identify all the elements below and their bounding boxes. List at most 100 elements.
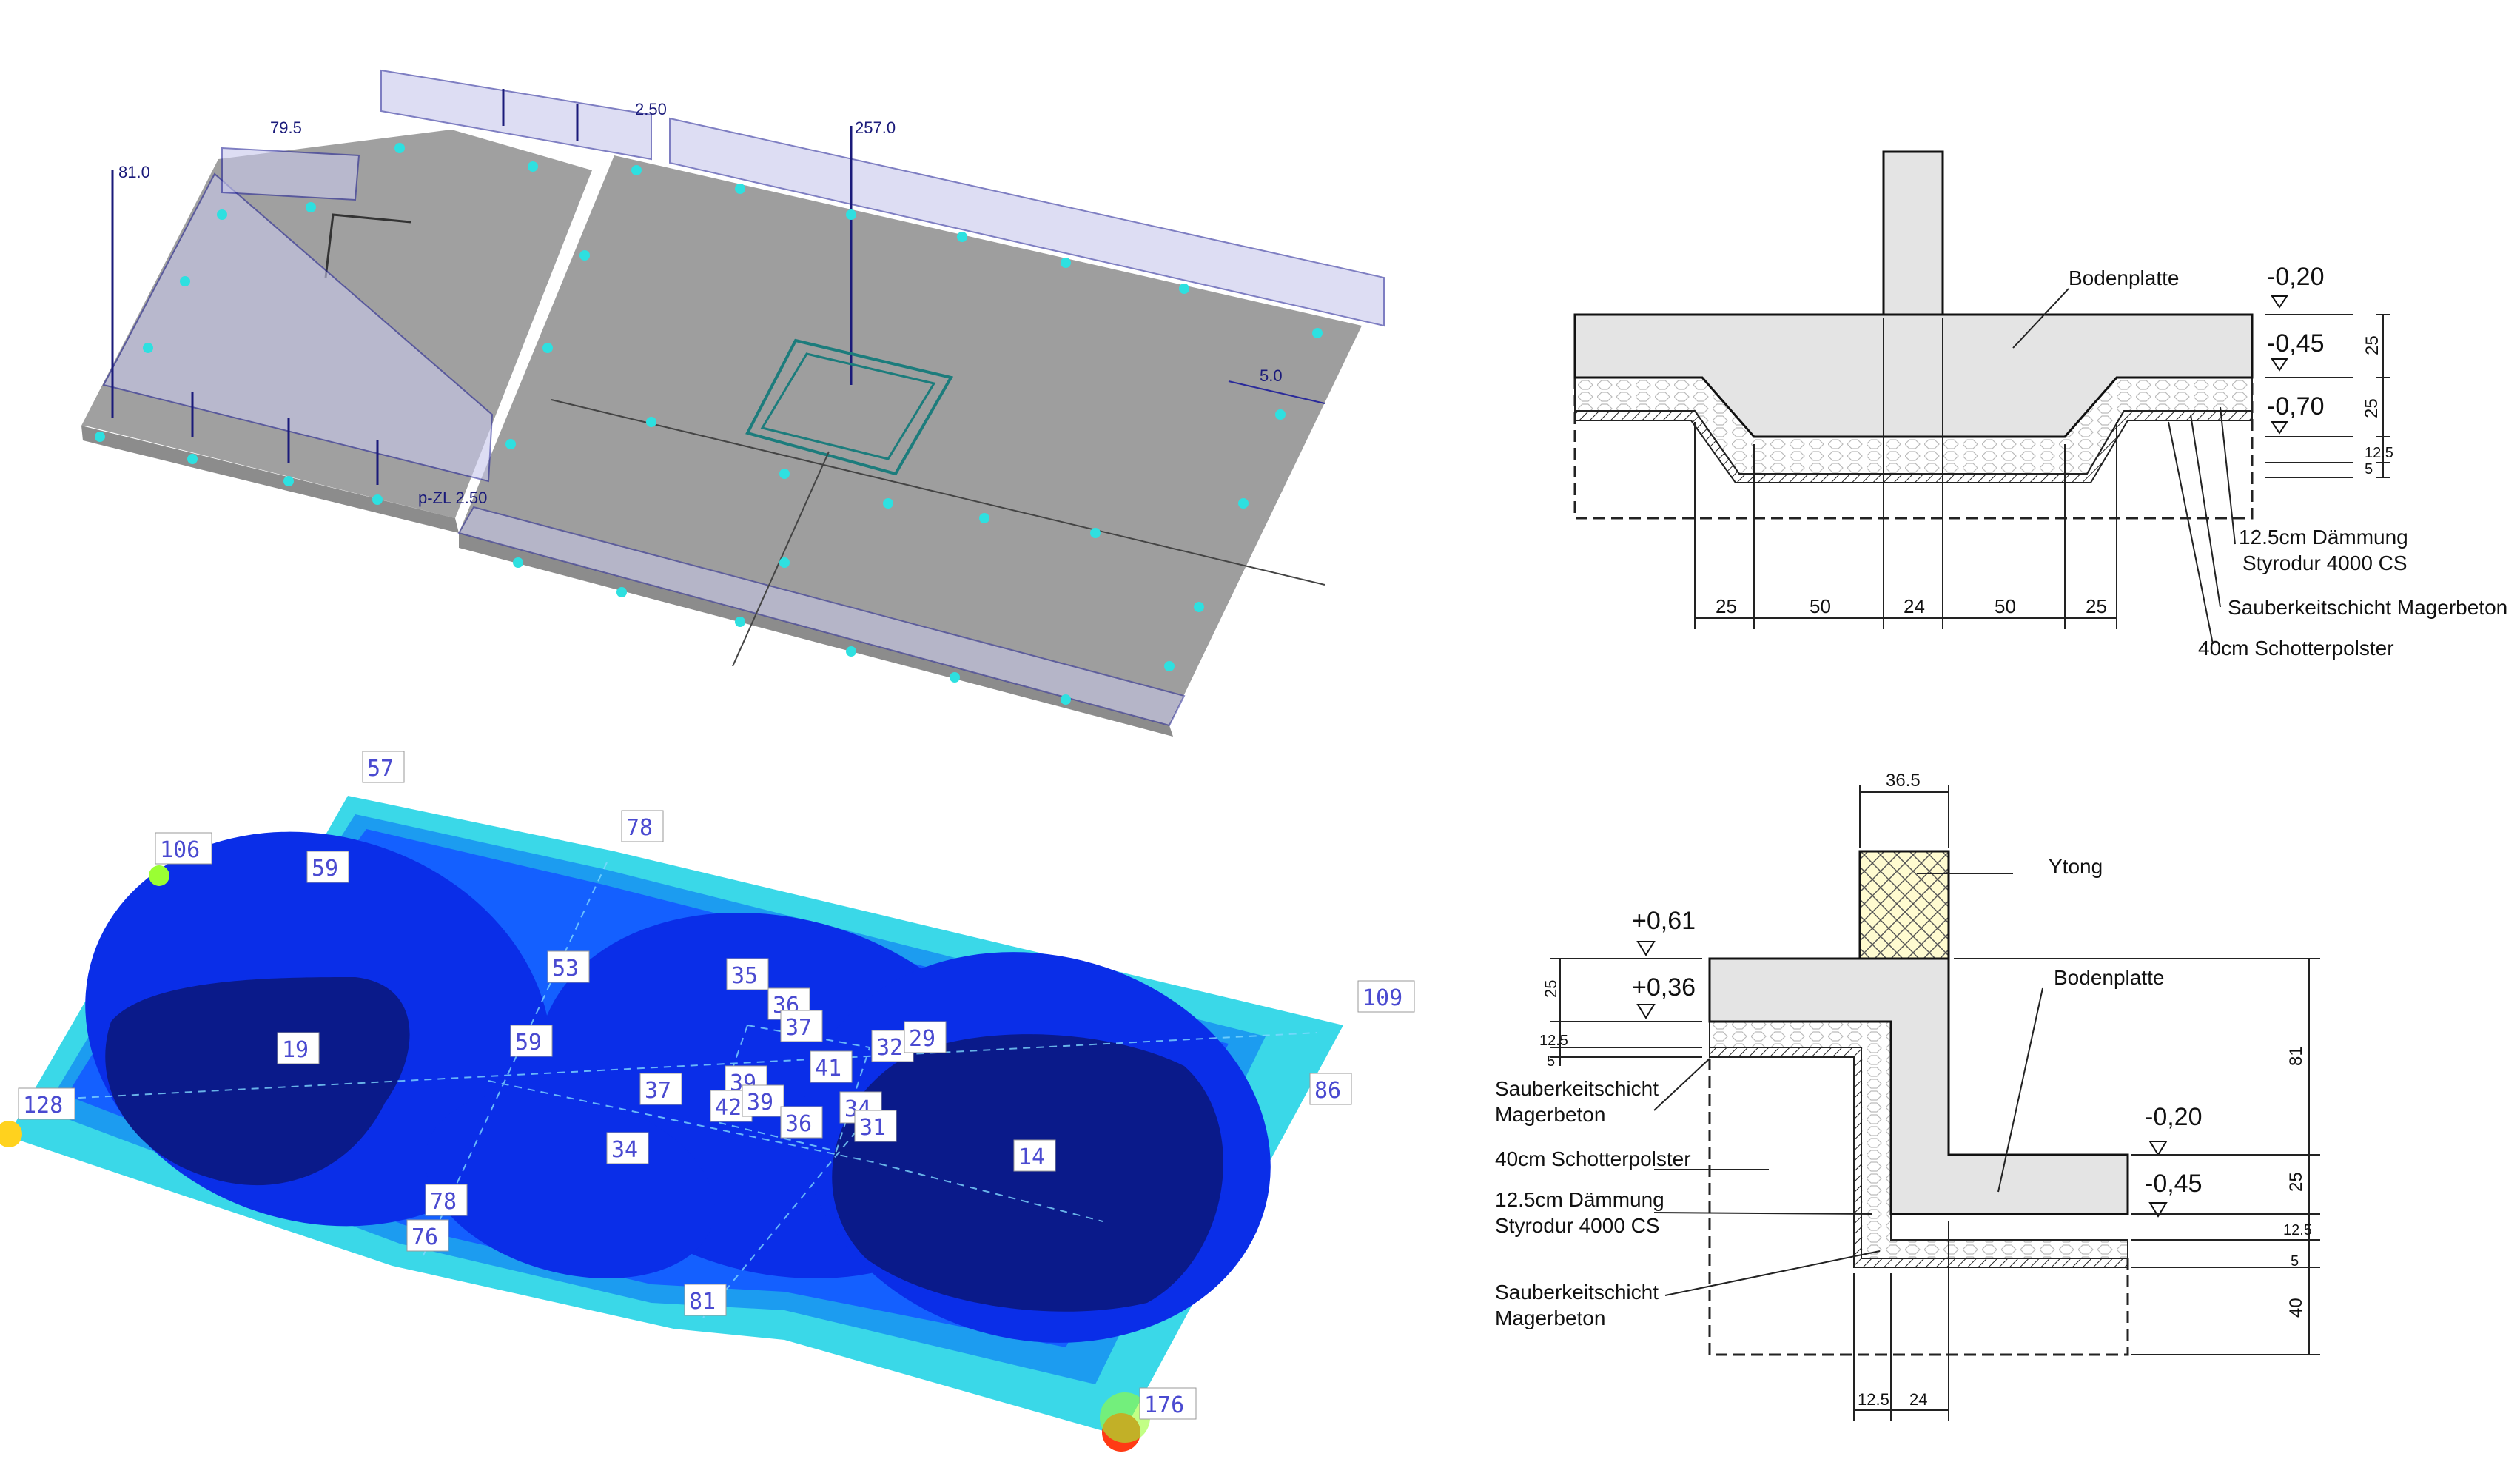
callout-78b: 78 xyxy=(425,1184,468,1216)
level-045b: -0,45 xyxy=(2145,1170,2203,1198)
callout-37a: 37 xyxy=(780,1010,823,1042)
callout-57: 57 xyxy=(362,751,405,783)
callout-36b: 36 xyxy=(780,1106,823,1139)
svg-text:78: 78 xyxy=(430,1189,457,1215)
svg-text:106: 106 xyxy=(160,837,200,863)
svg-text:14: 14 xyxy=(1018,1144,1045,1170)
line-load-small xyxy=(221,147,360,201)
callout-53: 53 xyxy=(547,950,590,983)
callout-81: 81 xyxy=(684,1284,727,1316)
dim-right-5: 5 xyxy=(2365,461,2373,477)
dim-right-5b: 5 xyxy=(2291,1253,2299,1270)
level-020: -0,20 xyxy=(2267,263,2325,291)
dim-left-5: 5 xyxy=(1547,1053,1555,1070)
callout-176: 176 xyxy=(1139,1387,1197,1420)
svg-text:76: 76 xyxy=(411,1224,438,1250)
level-020b: -0,20 xyxy=(2145,1103,2203,1131)
label-sauberkeitschicht-a: Sauberkeitschicht xyxy=(1495,1077,1659,1100)
dim-bottom-24: 24 xyxy=(1904,595,1925,617)
svg-text:36: 36 xyxy=(785,1111,812,1137)
dim-left-25: 25 xyxy=(1542,980,1560,998)
line-load-left xyxy=(102,172,494,483)
svg-text:19: 19 xyxy=(282,1037,309,1063)
callout-34b: 34 xyxy=(606,1132,649,1164)
callout-14: 14 xyxy=(1013,1139,1056,1172)
callout-35: 35 xyxy=(726,958,769,990)
dim-right-12-5: 12.5 xyxy=(2365,445,2393,461)
load-label-5: 5.0 xyxy=(1260,366,1283,385)
label-styrodur: Styrodur 4000 CS xyxy=(2242,551,2408,574)
svg-text:29: 29 xyxy=(909,1026,935,1052)
load-label-257: 257.0 xyxy=(855,118,896,137)
label-magerbeton-b: Magerbeton xyxy=(1495,1307,1605,1329)
dim-top-36-5: 36.5 xyxy=(1886,771,1921,791)
callout-78a: 78 xyxy=(621,810,664,842)
load-label-79-5: 79.5 xyxy=(270,118,302,137)
svg-text:176: 176 xyxy=(1144,1392,1184,1418)
contour-plot: 57 106 59 78 19 128 53 59 35 36 37 41 32… xyxy=(0,751,1415,1452)
bodenplatte-slab xyxy=(1573,313,2254,438)
dim-bottom-50a: 50 xyxy=(1810,595,1831,617)
level-045: -0,45 xyxy=(2267,329,2325,358)
load-label-81: 81.0 xyxy=(118,163,150,181)
dim-bottom-24b: 24 xyxy=(1909,1390,1927,1409)
section-detail-top: -0,20 -0,45 -0,70 25 25 5 12.5 25 50 24 … xyxy=(1573,150,2507,660)
callout-39b: 39 xyxy=(742,1084,784,1117)
svg-text:37: 37 xyxy=(645,1078,671,1104)
dim-right-40: 40 xyxy=(2286,1298,2306,1318)
callout-41: 41 xyxy=(810,1050,853,1083)
label-sauberkeitschicht-b: Sauberkeitschicht xyxy=(1495,1281,1659,1304)
label-daemmung-2: 12.5cm Dämmung xyxy=(1495,1188,1664,1211)
dim-left-12-5: 12.5 xyxy=(1539,1033,1568,1049)
load-label-pzl: p-ZL 2.50 xyxy=(418,489,487,507)
dim-bottom-25a: 25 xyxy=(1716,595,1737,617)
callout-31: 31 xyxy=(854,1110,897,1142)
section-detail-bottom: 36.5 +0,61 +0,36 -0,20 -0,45 25 5 12.5 xyxy=(1495,771,2320,1421)
dim-right-25a: 25 xyxy=(2362,335,2382,355)
label-schotterpolster-2: 40cm Schotterpolster xyxy=(1495,1147,1691,1170)
callout-59a: 59 xyxy=(306,851,349,883)
svg-text:42: 42 xyxy=(715,1095,742,1121)
label-bodenplatte-2: Bodenplatte xyxy=(2054,966,2164,989)
svg-text:86: 86 xyxy=(1314,1078,1341,1104)
dim-right-25c: 25 xyxy=(2286,1172,2306,1192)
level-070: -0,70 xyxy=(2267,392,2325,420)
line-load-back xyxy=(669,117,1385,327)
svg-text:35: 35 xyxy=(731,963,758,989)
level-061: +0,61 xyxy=(1632,907,1696,935)
dim-bottom-25b: 25 xyxy=(2086,595,2107,617)
callout-76: 76 xyxy=(406,1219,449,1252)
callout-86: 86 xyxy=(1309,1073,1352,1105)
column xyxy=(1882,150,1944,316)
svg-text:32: 32 xyxy=(876,1035,903,1061)
svg-text:57: 57 xyxy=(367,756,394,782)
dim-right-25b: 25 xyxy=(2362,398,2382,418)
label-styrodur-2: Styrodur 4000 CS xyxy=(1495,1214,1660,1237)
svg-text:53: 53 xyxy=(552,956,579,982)
callout-59b: 59 xyxy=(510,1025,553,1057)
svg-text:31: 31 xyxy=(859,1115,886,1141)
svg-text:39: 39 xyxy=(747,1090,773,1116)
svg-text:78: 78 xyxy=(626,815,653,841)
svg-text:34: 34 xyxy=(611,1137,638,1163)
ytong-wall xyxy=(1858,850,1950,960)
callout-109: 109 xyxy=(1357,980,1415,1013)
callout-37b: 37 xyxy=(639,1073,682,1105)
callout-19: 19 xyxy=(277,1032,320,1064)
dim-bottom-12-5: 12.5 xyxy=(1858,1390,1889,1409)
label-schotterpolster: 40cm Schotterpolster xyxy=(2198,637,2394,660)
level-036: +0,36 xyxy=(1632,973,1696,1002)
dim-right-12-5b: 12.5 xyxy=(2283,1222,2312,1238)
label-magerbeton-a: Magerbeton xyxy=(1495,1103,1605,1126)
dim-right-81: 81 xyxy=(2286,1046,2306,1066)
load-label-2-50: 2.50 xyxy=(635,100,667,118)
svg-text:41: 41 xyxy=(815,1056,841,1082)
callout-128: 128 xyxy=(18,1087,75,1120)
svg-text:109: 109 xyxy=(1363,985,1402,1011)
label-bodenplatte: Bodenplatte xyxy=(2069,266,2179,289)
dim-bottom-50b: 50 xyxy=(1995,595,2016,617)
model-3d-view: 81.0 79.5 2.50 257.0 5.0 p-ZL 2.50 xyxy=(81,69,1385,737)
svg-text:37: 37 xyxy=(785,1015,812,1041)
svg-text:59: 59 xyxy=(312,856,338,882)
column-head xyxy=(745,338,954,476)
